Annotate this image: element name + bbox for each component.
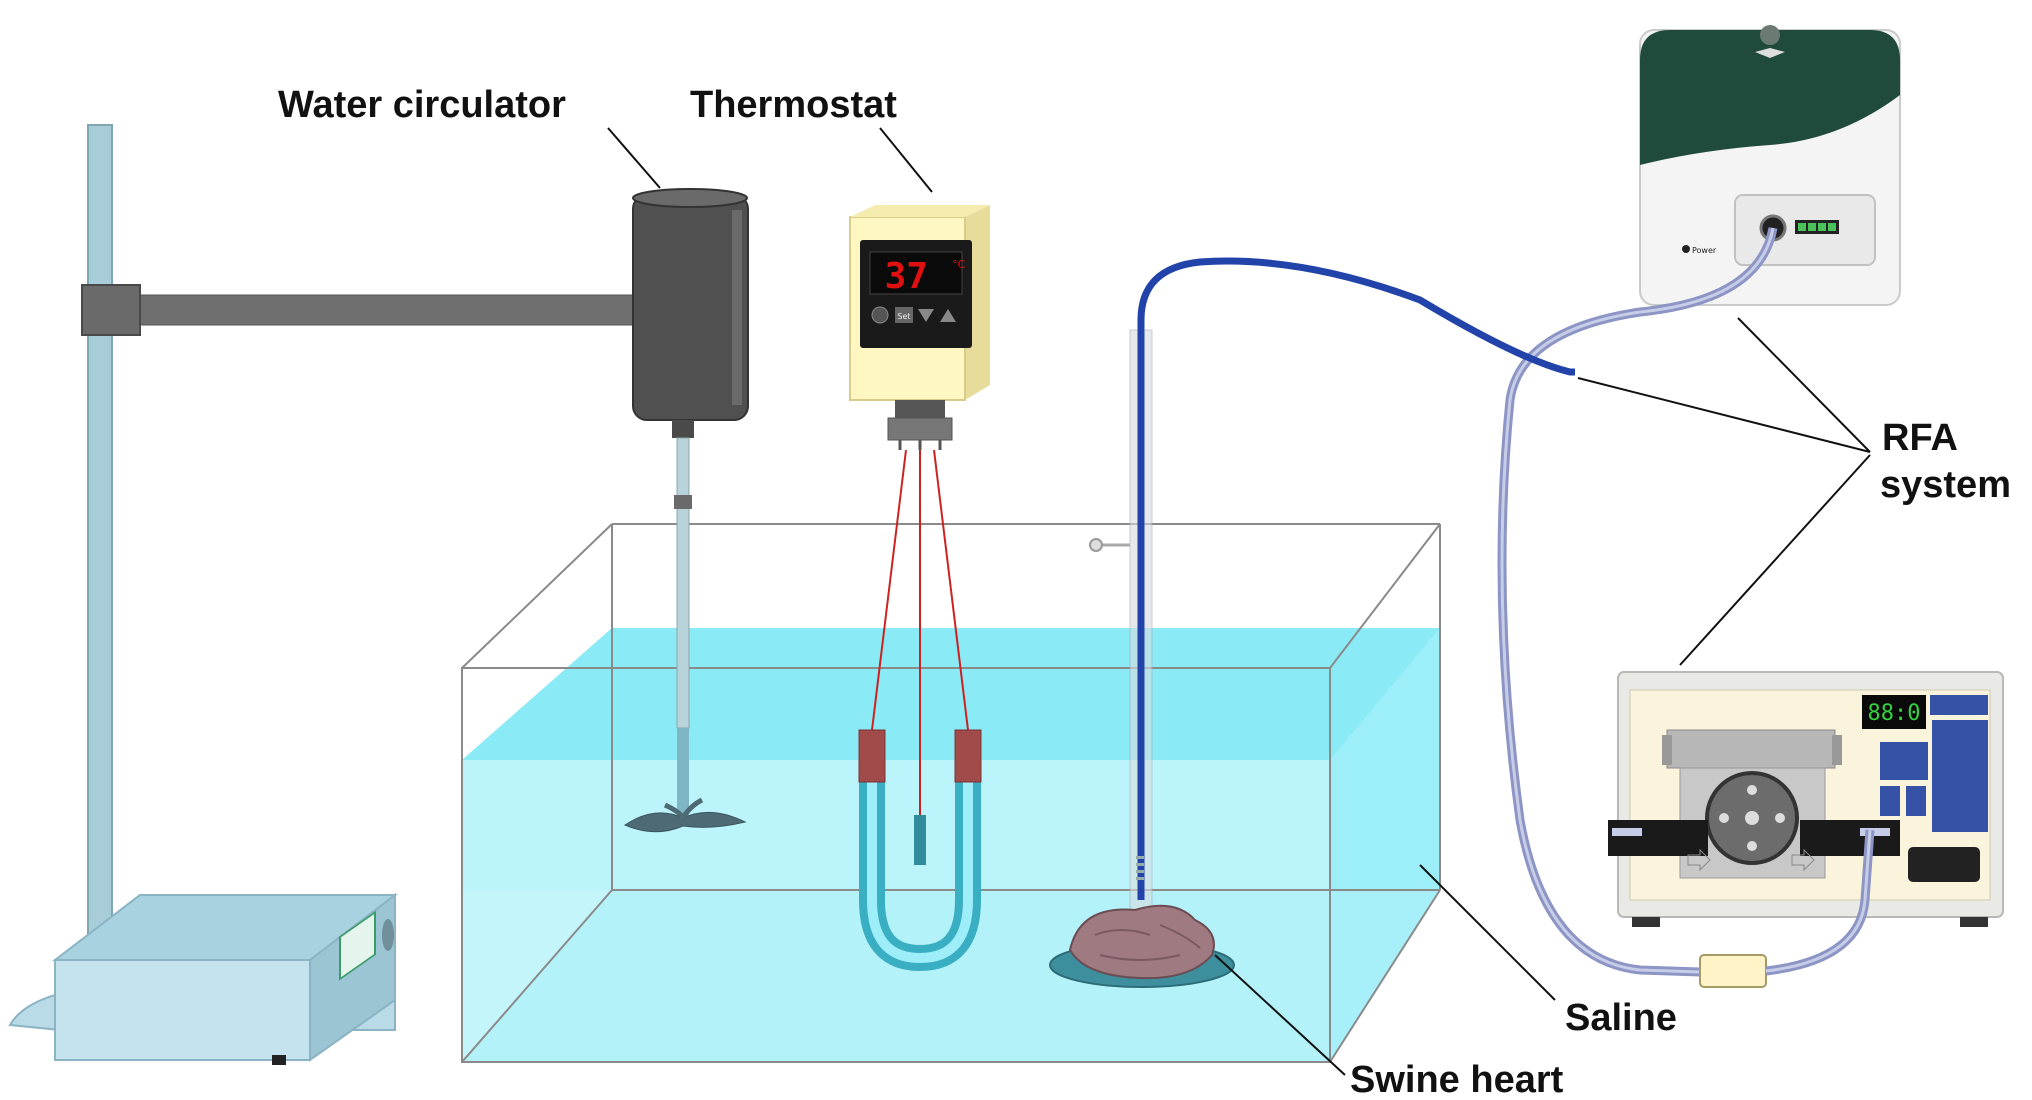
label-rfa-system-line2: system <box>1880 464 2011 506</box>
label-thermostat: Thermostat <box>690 84 897 126</box>
pump-button-d[interactable] <box>1906 786 1926 816</box>
thermostat-unit: °C <box>952 258 966 271</box>
thermostat-set-label: Set <box>897 312 910 321</box>
water-circulator <box>623 188 749 833</box>
thermostat-set-button[interactable] <box>895 307 913 323</box>
pump-button-top[interactable] <box>1930 695 1988 715</box>
electrode-cable <box>1137 257 1575 900</box>
stand-rod <box>87 124 113 956</box>
rfa-electrode <box>1089 257 1575 911</box>
stand-clamp <box>81 284 141 336</box>
swine-heart <box>1049 904 1235 988</box>
water-bottom <box>462 890 1440 1062</box>
peristaltic-pump: 88:0 <box>1608 671 2004 927</box>
label-water-circulator: Water circulator <box>278 84 566 126</box>
thermostat-up-button[interactable] <box>940 309 956 322</box>
pump-display-reading: 88:0 <box>1868 701 1921 726</box>
thermostat-reading: 37 <box>885 256 928 297</box>
label-swine-heart: Swine heart <box>1350 1059 1564 1100</box>
stand-arm <box>129 294 636 326</box>
thermostat-power-button[interactable] <box>871 306 889 324</box>
stirrer-impeller <box>623 811 747 833</box>
label-rfa-system-line1: RFA <box>1882 417 1958 459</box>
thermostat-down-button[interactable] <box>918 309 934 322</box>
water-tank <box>461 523 1441 1063</box>
pump-button-b[interactable] <box>1932 720 1988 832</box>
label-saline: Saline <box>1565 997 1677 1039</box>
pump-switch[interactable] <box>1908 847 1980 882</box>
generator-power-button[interactable] <box>1682 245 1690 253</box>
rfa-generator: Power <box>1639 25 1901 306</box>
water-top-surface <box>462 628 1440 760</box>
lab-stand <box>81 124 636 956</box>
pump-display <box>1862 695 1926 729</box>
pump-button-c[interactable] <box>1880 786 1900 816</box>
pump-button-a[interactable] <box>1880 742 1928 780</box>
magnetic-hotplate <box>8 892 398 1065</box>
annotations: Water circulator Thermostat RFA system S… <box>278 84 2011 1100</box>
generator-power-label: Power <box>1692 246 1717 255</box>
thermostat: 37 °C Set <box>849 205 990 972</box>
saline-tube <box>1497 227 1875 988</box>
